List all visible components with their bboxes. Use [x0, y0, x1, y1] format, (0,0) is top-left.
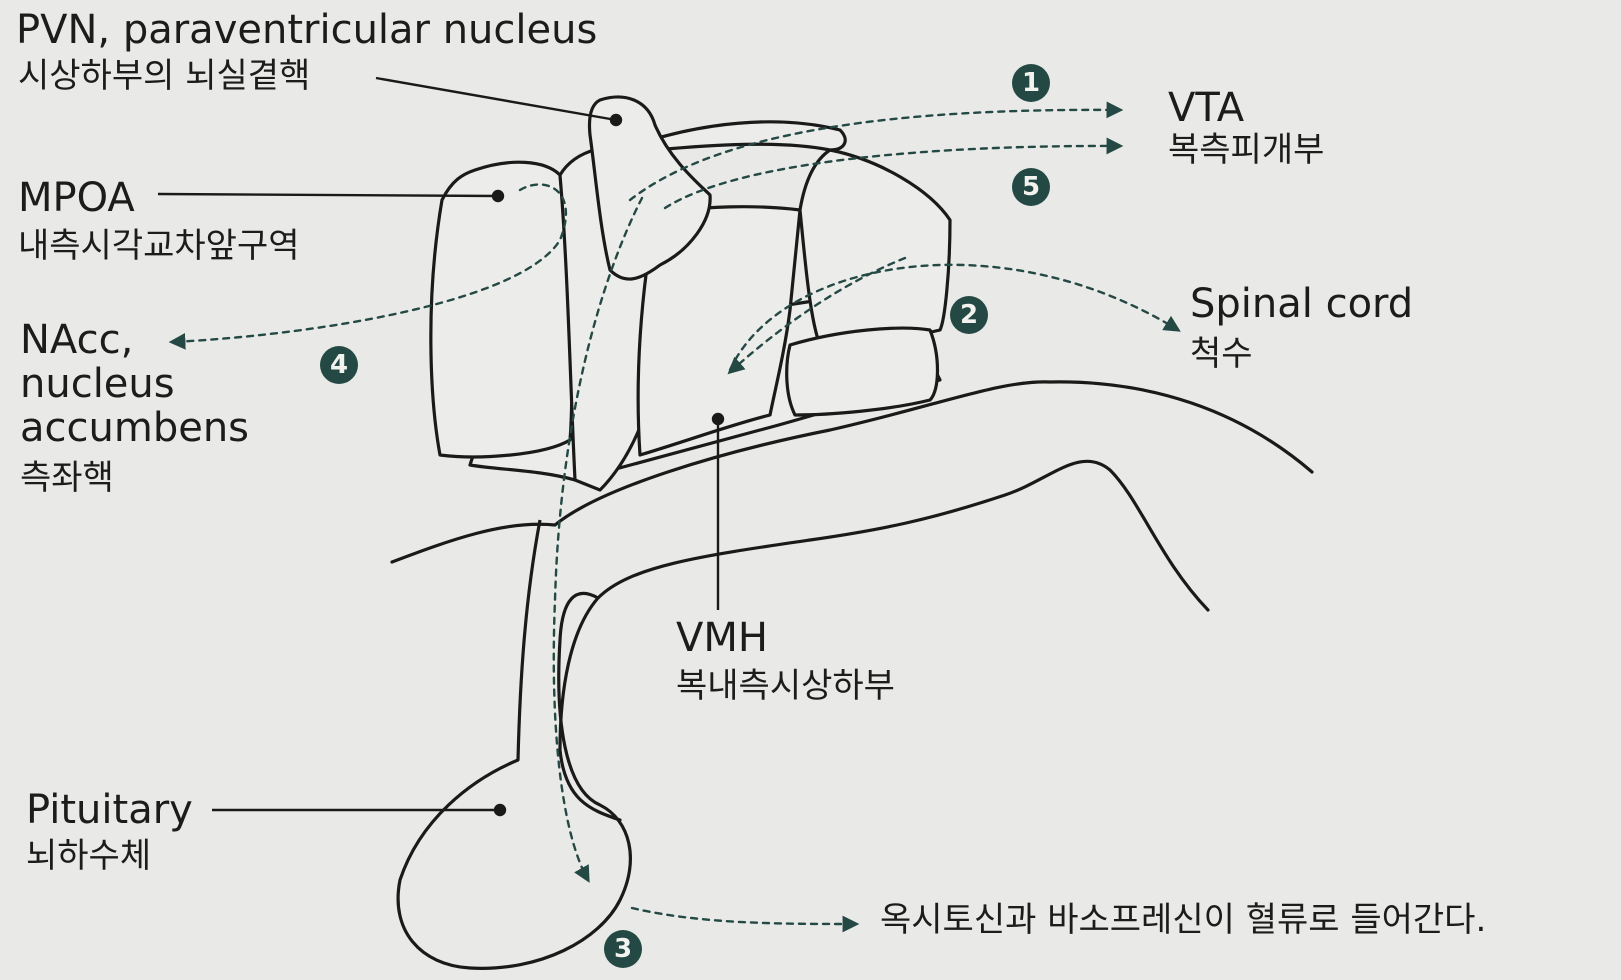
step-4-badge: 4: [320, 346, 358, 384]
pituitary-leader-dot: [495, 805, 505, 815]
vta-label: VTA: [1168, 86, 1244, 130]
mpoa-korean-label: 내측시각교차앞구역: [18, 228, 300, 265]
pvn-korean-label: 시상하부의 뇌실곁핵: [18, 58, 310, 95]
nacc-label-line3: accumbens: [20, 406, 249, 450]
spinal-cord-label: Spinal cord: [1190, 282, 1413, 326]
pituitary-korean-label: 뇌하수체: [26, 838, 151, 875]
spinal-cord-korean-label: 척수: [1190, 336, 1253, 373]
nacc-label: NAcc,: [20, 318, 133, 362]
nacc-label-line2: nucleus: [20, 362, 175, 406]
brain-outline-lower: [560, 461, 1208, 820]
step-2-badge: 2: [950, 296, 988, 334]
vmh-leader-dot: [713, 414, 723, 424]
right-upper-block: [800, 150, 950, 345]
step-3-badge: 3: [604, 930, 642, 968]
pvn-leader-dot: [611, 115, 621, 125]
nacc-korean-label: 측좌핵: [20, 460, 114, 497]
mpoa-block: [431, 162, 572, 457]
mpoa-leader-dot: [493, 191, 503, 201]
blood-flow-label: 옥시토신과 바소프레신이 혈류로 들어간다.: [880, 902, 1486, 939]
pituitary-outline: [398, 520, 630, 968]
pvn-leader-line: [376, 78, 616, 120]
arrow-3-to-blood: [632, 908, 856, 924]
pituitary-label: Pituitary: [26, 788, 193, 832]
mpoa-label: MPOA: [18, 176, 135, 220]
right-lower-block: [787, 328, 938, 415]
step-5-badge: 5: [1012, 168, 1050, 206]
pvn-label: PVN, paraventricular nucleus: [16, 8, 597, 52]
vta-korean-label: 복측피개부: [1168, 132, 1324, 169]
vmh-label: VMH: [676, 616, 768, 660]
vmh-korean-label: 복내측시상하부: [676, 668, 895, 705]
step-1-badge: 1: [1012, 64, 1050, 102]
